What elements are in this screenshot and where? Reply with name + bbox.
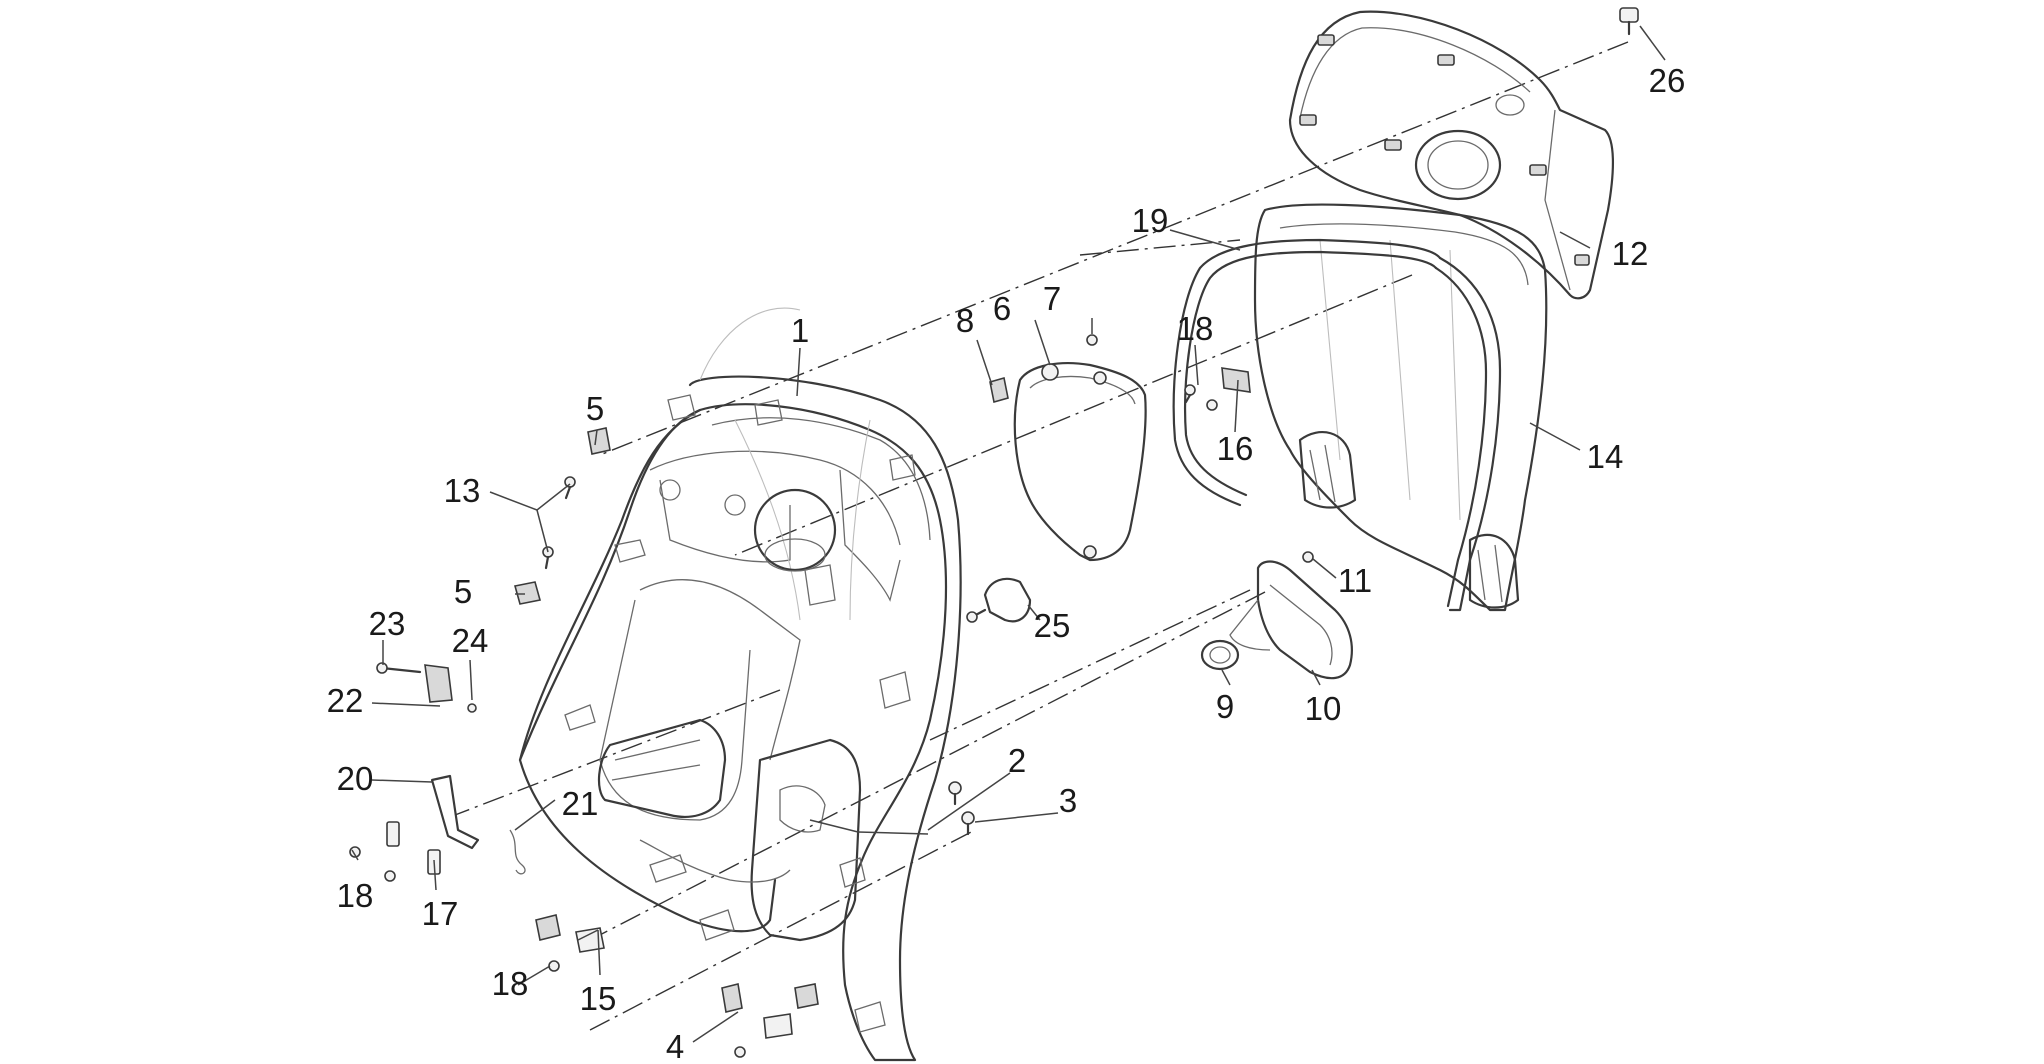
label-12: 12 [1612,235,1649,272]
label-21: 21 [562,785,599,822]
label-16: 16 [1217,430,1254,467]
label-26: 26 [1649,62,1686,99]
part-10-bracket-cover [1229,560,1353,680]
label-11: 11 [1338,562,1372,599]
part-19-edge-trim [1172,238,1502,612]
label-2: 2 [1008,742,1026,779]
label-14: 14 [1587,438,1624,475]
label-8: 8 [956,302,974,339]
label-24: 24 [452,622,489,659]
label-19: 19 [1132,202,1169,239]
part-25-knob [966,577,1032,623]
label-18-upper: 18 [1177,310,1214,347]
label-22: 22 [327,682,364,719]
label-3: 3 [1059,782,1077,819]
leader-lines [351,25,1666,1043]
label-4: 4 [666,1028,684,1064]
part-number-labels: 1 2 3 4 5 5 6 7 8 9 10 11 12 13 14 15 16… [327,62,1686,1064]
label-7: 7 [1043,280,1061,317]
label-5-lower: 5 [454,573,472,610]
label-18-left: 18 [337,877,374,914]
label-25: 25 [1034,607,1071,644]
label-10: 10 [1305,690,1342,727]
label-23: 23 [369,605,406,642]
hardware-screws-clips [349,7,1639,1058]
part-6-inspection-cover [1013,362,1147,562]
label-9: 9 [1216,688,1234,725]
part-9-grommet [1200,639,1240,671]
label-5-upper: 5 [586,390,604,427]
label-1: 1 [791,312,809,349]
part-1-legshield-back-panel [518,307,962,1062]
part-12-upper-rear-cover [1288,10,1614,300]
part-14-lower-rear-cover [1253,203,1548,612]
label-17: 17 [422,895,459,932]
label-15: 15 [580,980,617,1017]
label-20: 20 [337,760,374,797]
label-13: 13 [444,472,481,509]
assembly-axis-lines [454,41,1629,1031]
label-18-bottom: 18 [492,965,529,1002]
label-6: 6 [993,290,1011,327]
